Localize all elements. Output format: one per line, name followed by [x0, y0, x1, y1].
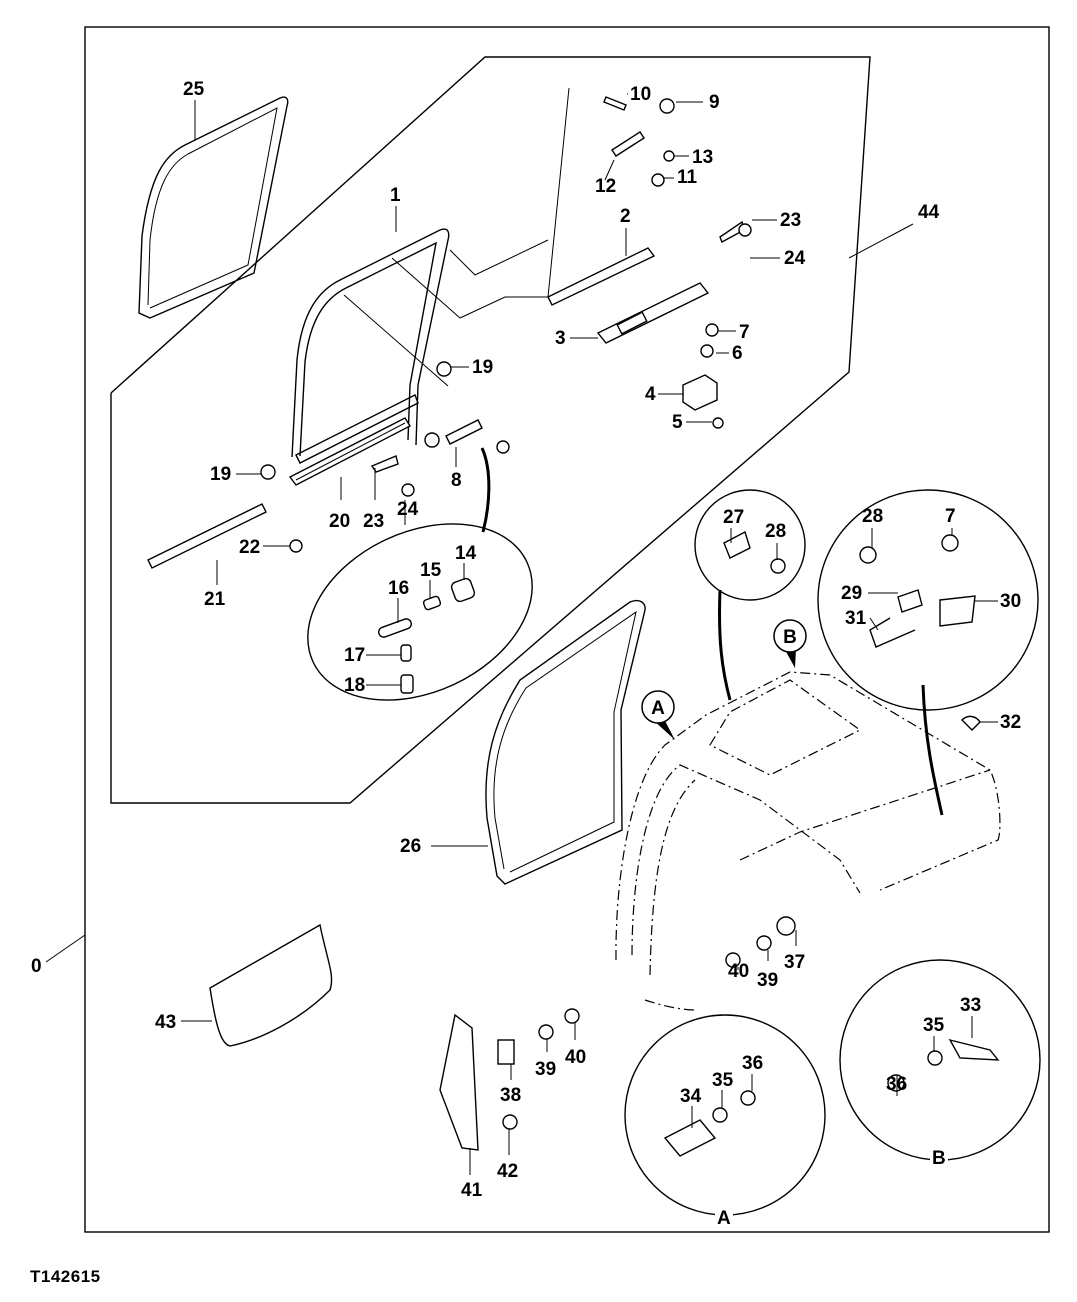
callout-40: 40: [728, 961, 749, 982]
detail-label-background: [715, 1207, 733, 1227]
callout-41: 41: [461, 1180, 483, 1201]
striker-detail-view: [694, 489, 806, 601]
callout-39: 39: [535, 1059, 556, 1080]
leader-line-12: [604, 159, 615, 181]
marker-label: B: [783, 627, 797, 648]
cab-body: [615, 589, 1001, 1011]
marker-pointer: [784, 648, 796, 668]
callout-4: 4: [645, 384, 656, 405]
callout-25: 25: [183, 79, 205, 100]
callout-labels: 0123456789101112131415161718191920212223…: [31, 79, 1021, 1201]
detail-view-title: B: [932, 1148, 946, 1169]
callout-10: 10: [630, 84, 651, 105]
callout-24: 24: [397, 499, 419, 520]
guide-rail-21: [147, 503, 267, 569]
callout-31: 31: [845, 608, 867, 629]
door-seal-26: [485, 599, 646, 885]
callout-35: 35: [712, 1070, 734, 1091]
callout-44: 44: [918, 202, 940, 223]
callout-30: 30: [1000, 591, 1021, 612]
leader-line-0: [45, 934, 86, 963]
callout-23: 23: [363, 511, 384, 532]
callout-29: 29: [841, 583, 862, 604]
window-glass-25: [138, 96, 289, 319]
marker-bubble: [773, 619, 807, 653]
callout-7: 7: [945, 506, 956, 527]
callout-23: 23: [780, 210, 801, 231]
diagram-border: [84, 26, 1050, 1233]
rail-2: [547, 247, 656, 306]
callout-28: 28: [765, 521, 786, 542]
marker-bubble: [641, 690, 675, 724]
callout-0: 0: [31, 956, 42, 977]
callout-43: 43: [155, 1012, 176, 1033]
marker-pointer: [652, 719, 675, 740]
callout-19: 19: [472, 357, 493, 378]
block-4: [682, 374, 718, 411]
callout-9: 9: [709, 92, 720, 113]
callout-36: 36: [742, 1053, 763, 1074]
callout-13: 13: [692, 147, 713, 168]
callout-27: 27: [723, 507, 744, 528]
callout-36: 36: [886, 1074, 907, 1095]
callout-18: 18: [344, 675, 365, 696]
callout-32: 32: [1000, 712, 1021, 733]
detail-parts: [439, 530, 1000, 1157]
callout-17: 17: [344, 645, 365, 666]
figure-id: T142615: [30, 1267, 101, 1286]
callout-7: 7: [739, 322, 750, 343]
callout-2: 2: [620, 206, 631, 227]
callout-11: 11: [677, 167, 698, 188]
callout-38: 38: [500, 1085, 521, 1106]
pin-detail-view: [307, 447, 533, 701]
detail-marker-b: BB: [773, 619, 948, 1169]
slide-bracket-3: [596, 282, 710, 344]
hinge-detail-view: [817, 489, 1039, 711]
callout-37: 37: [784, 952, 805, 973]
leader-line-31: [869, 617, 879, 631]
callout-26: 26: [400, 836, 421, 857]
callout-5: 5: [672, 412, 683, 433]
callout-42: 42: [497, 1161, 518, 1182]
lower-rail-20: [288, 417, 411, 486]
callout-14: 14: [455, 543, 477, 564]
marker-label: A: [651, 698, 665, 719]
detail-view-title: A: [717, 1208, 731, 1229]
callout-35: 35: [923, 1015, 945, 1036]
leader-lines: [45, 93, 998, 1175]
callout-33: 33: [960, 995, 981, 1016]
callout-15: 15: [420, 560, 442, 581]
leader-line-44: [848, 223, 914, 259]
callout-28: 28: [862, 506, 883, 527]
callout-39: 39: [757, 970, 778, 991]
detail-marker-a: AA: [641, 690, 733, 1229]
callout-34: 34: [680, 1086, 702, 1107]
glass-43: [209, 923, 333, 1047]
callout-1: 1: [390, 185, 401, 206]
door-assembly-boundary: [110, 56, 871, 804]
callout-19: 19: [210, 464, 231, 485]
callout-3: 3: [555, 328, 566, 349]
callout-40: 40: [565, 1047, 586, 1068]
callout-24: 24: [784, 248, 806, 269]
callout-20: 20: [329, 511, 350, 532]
detail-label-background: [930, 1147, 948, 1167]
callout-12: 12: [595, 176, 616, 197]
callout-6: 6: [732, 343, 743, 364]
callout-21: 21: [204, 589, 226, 610]
callout-16: 16: [388, 578, 409, 599]
callout-8: 8: [451, 470, 462, 491]
door-frame-1: [291, 87, 570, 464]
callout-22: 22: [239, 537, 260, 558]
hardware-small-parts: [260, 96, 752, 553]
